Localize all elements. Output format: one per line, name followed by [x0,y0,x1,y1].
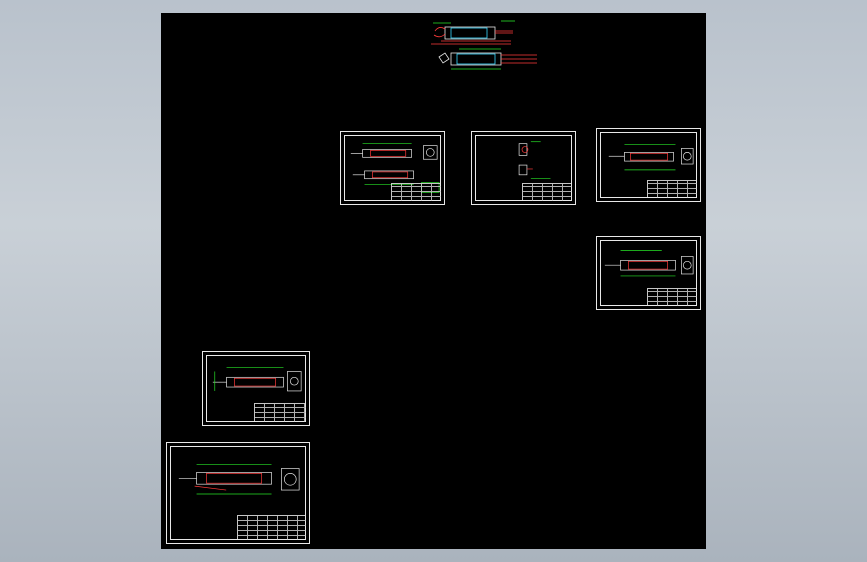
drawing-sheet-e[interactable] [202,351,310,426]
title-block [521,182,572,201]
cad-model-space[interactable] [161,13,706,549]
title-block [390,182,441,201]
title-block [254,403,306,422]
title-block [646,287,697,306]
drawing-sheet-b[interactable] [471,131,576,205]
drawing-sheet-f[interactable] [166,442,310,544]
cylinder-drawing [212,367,302,392]
title-block [646,179,697,198]
drawing-sheet-a[interactable] [340,131,445,205]
drawing-sheet-c[interactable] [596,128,701,202]
cylinder-drawing [608,144,694,171]
title-block [236,515,306,540]
detail-parts-drawing [518,141,551,180]
cylinder-drawing [178,464,300,495]
drawing-sheet-d[interactable] [596,236,701,310]
cylinder-drawing [604,250,694,277]
cylinder-assembly-drawing[interactable] [431,19,541,74]
